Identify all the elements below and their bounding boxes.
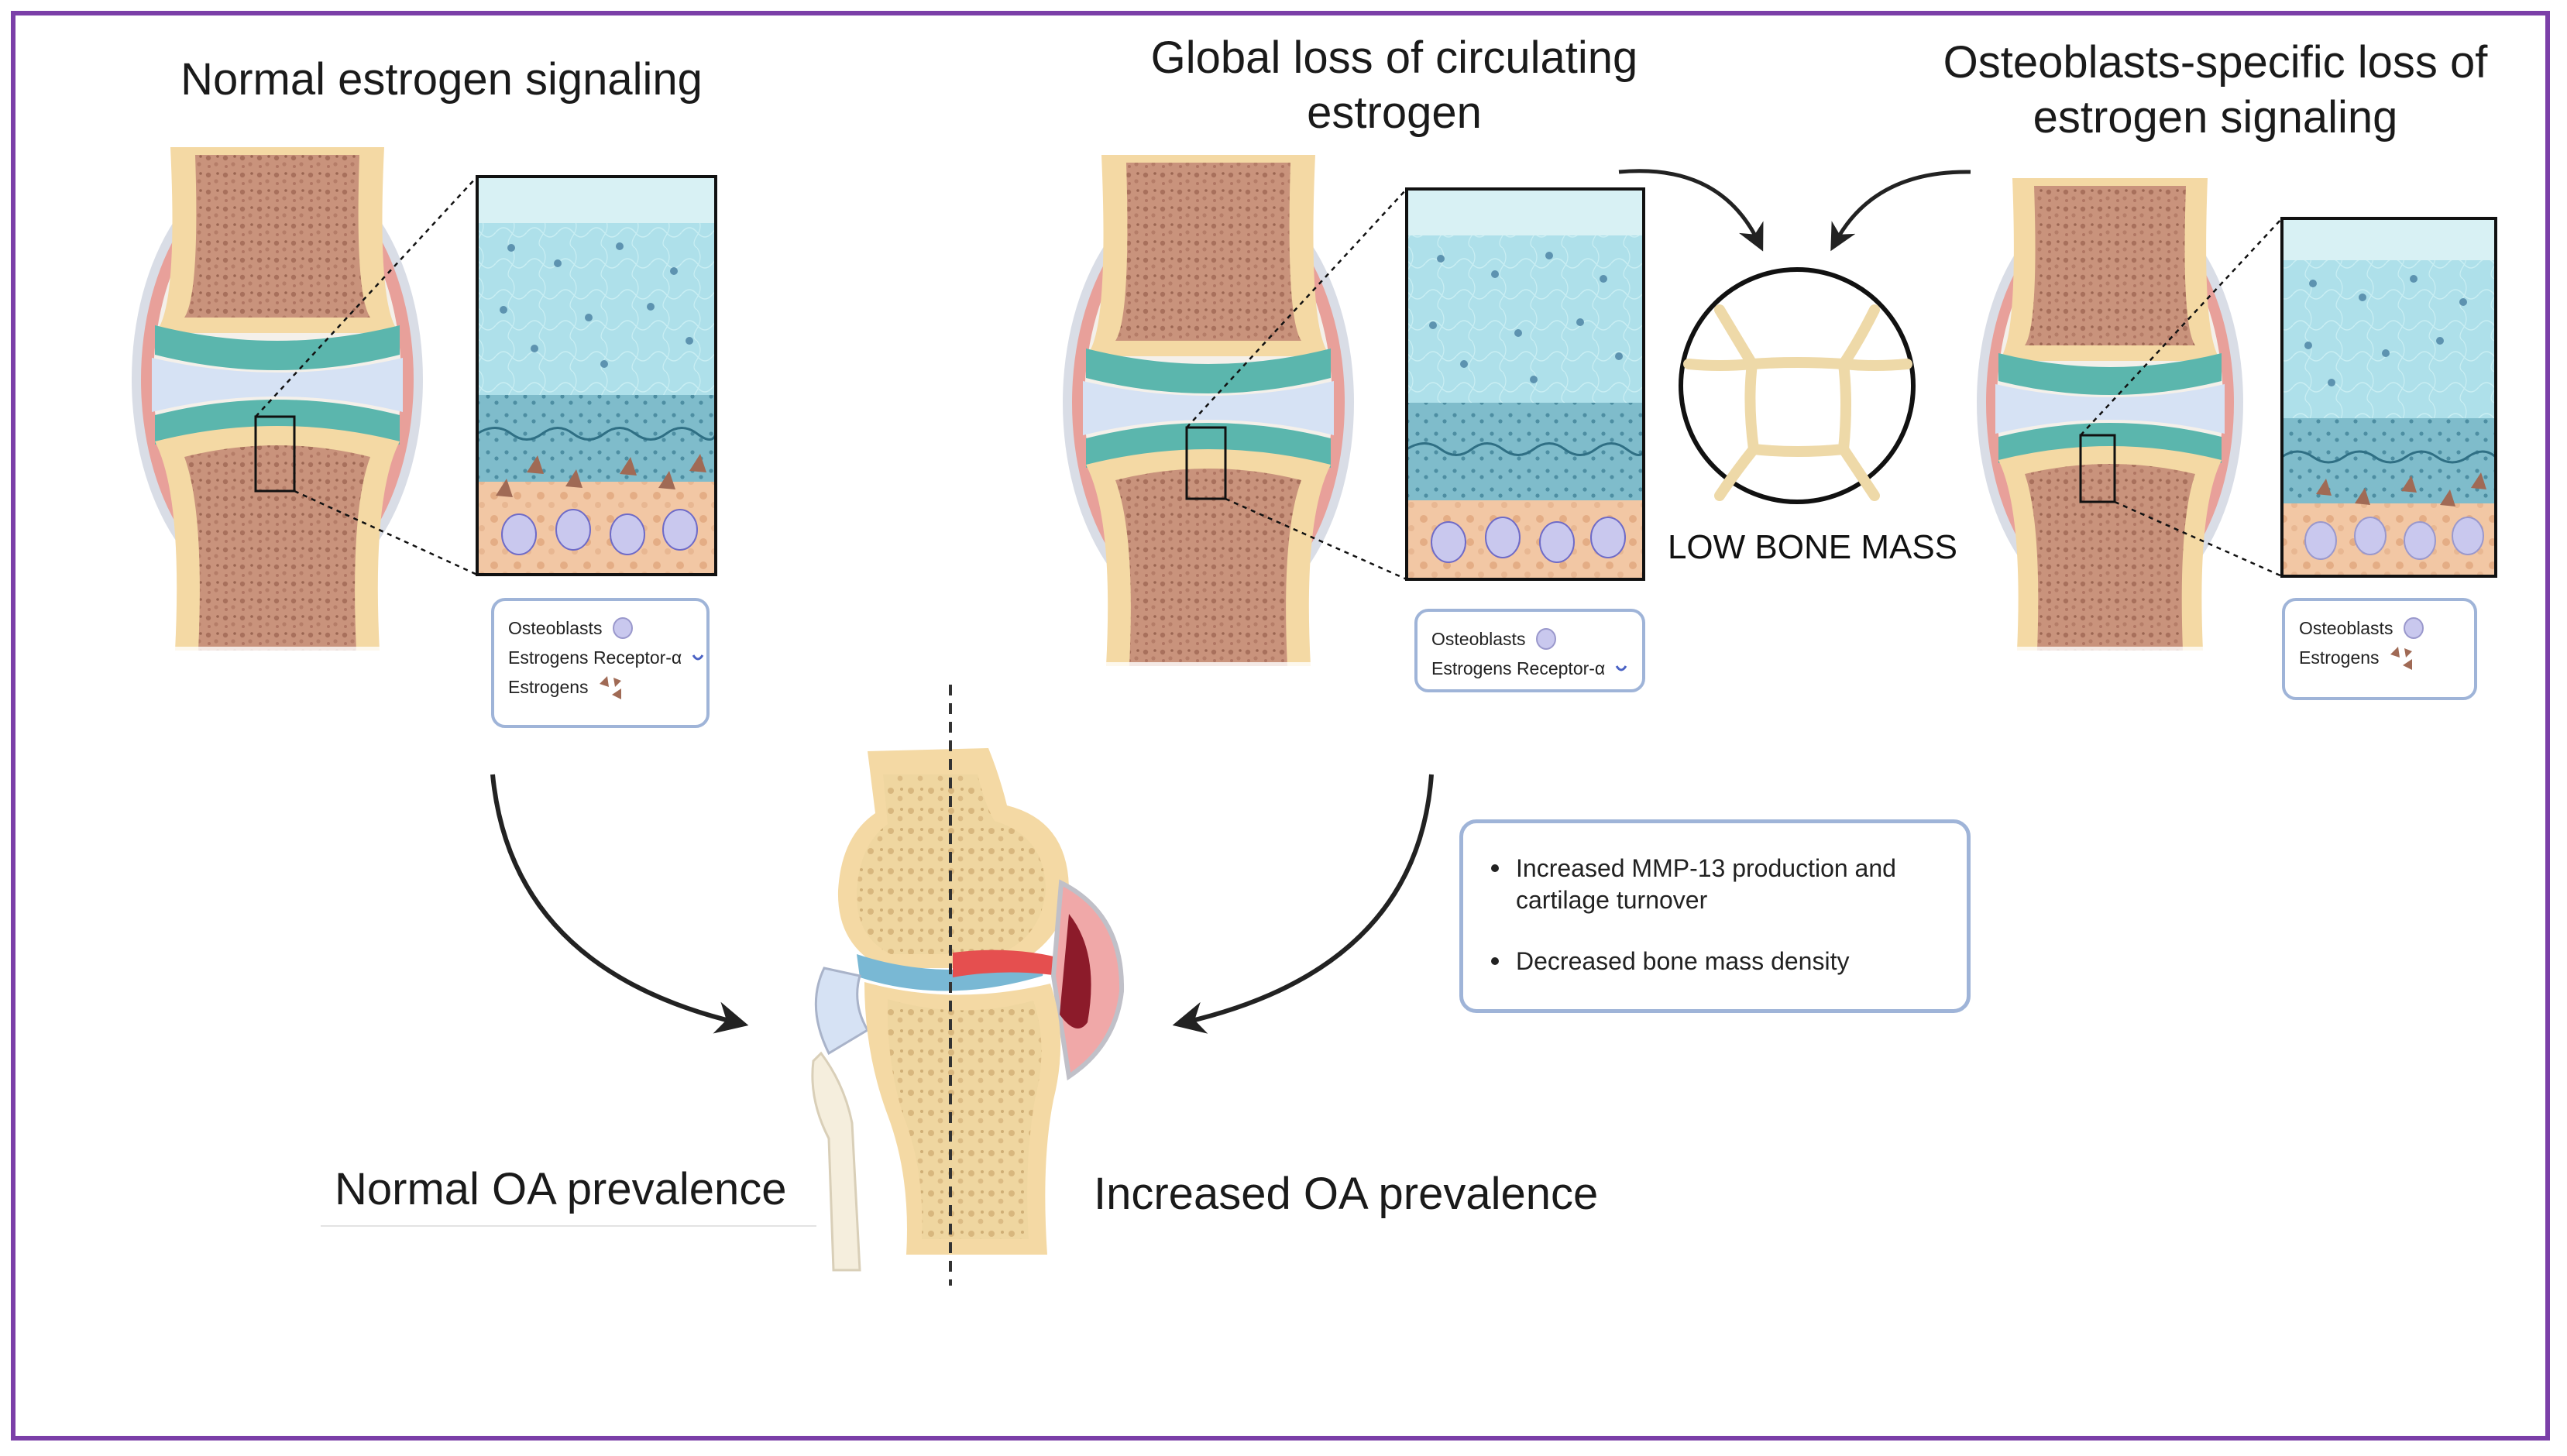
title-global-loss: Global loss of circulating estrogen xyxy=(1150,33,1638,138)
osteoblast-icon xyxy=(2402,616,2425,640)
effect-item: Increased MMP-13 production and cartilag… xyxy=(1491,853,1936,916)
legend-row-osteoblasts: Osteoblasts xyxy=(2299,613,2460,643)
estrogen-icon xyxy=(2389,644,2417,671)
legend-row-osteoblasts: Osteoblasts xyxy=(508,613,692,643)
receptor-icon xyxy=(1614,661,1628,675)
legend-label: Estrogens xyxy=(508,676,589,697)
low-bone-mass-label: LOW BONE MASS xyxy=(1667,528,1958,566)
cartilage-zoom-normal xyxy=(476,175,717,576)
arrow-global-to-bone-mass xyxy=(1618,169,1764,252)
osteoblast-icon xyxy=(611,616,634,640)
legend-label: Osteoblasts xyxy=(508,617,603,638)
arrow-osteoblast-to-bone-mass xyxy=(1830,170,1971,252)
legend-label: Estrogens Receptor-α xyxy=(1431,658,1606,678)
effect-item: Decreased bone mass density xyxy=(1491,946,1936,977)
legend-row-receptor: Estrogens Receptor-α xyxy=(1431,654,1628,683)
legend-row-estrogens: Estrogens xyxy=(508,672,692,702)
joint-global-loss xyxy=(1063,155,1407,685)
outcome-normal-label: Normal OA prevalence xyxy=(335,1164,787,1214)
legend-row-estrogens: Estrogens xyxy=(2299,643,2460,672)
osteoblast-icon xyxy=(1534,627,1558,651)
legend-normal: Osteoblasts Estrogens Receptor-α Estroge… xyxy=(491,598,710,728)
joint-osteoblast-loss xyxy=(1977,178,2283,670)
cartilage-zoom-global-loss xyxy=(1405,187,1645,581)
arrow-loss-to-knee xyxy=(1172,774,1434,1034)
title-normal-signaling: Normal estrogen signaling xyxy=(180,54,703,105)
joint-normal xyxy=(132,147,478,670)
cartilage-zoom-osteoblast-loss xyxy=(2280,217,2497,578)
estrogen-icon xyxy=(598,673,626,701)
legend-label: Estrogens xyxy=(2299,647,2380,668)
receptor-icon xyxy=(691,651,705,664)
legend-row-osteoblasts: Osteoblasts xyxy=(1431,624,1628,654)
legend-label: Osteoblasts xyxy=(1431,628,1526,649)
low-bone-mass-illustration xyxy=(1679,267,1916,504)
legend-osteoblast-loss: Osteoblasts Estrogens xyxy=(2282,598,2477,700)
legend-row-receptor: Estrogens Receptor-α xyxy=(508,643,704,672)
effects-box: Increased MMP-13 production and cartilag… xyxy=(1459,819,1971,1013)
effects-list: Increased MMP-13 production and cartilag… xyxy=(1491,853,1936,977)
title-osteoblast-loss: Osteoblasts-specific loss of estrogen si… xyxy=(1943,37,2488,143)
arrow-normal-to-knee xyxy=(490,774,749,1034)
legend-label: Osteoblasts xyxy=(2299,617,2393,638)
legend-label: Estrogens Receptor-α xyxy=(508,647,682,668)
outcome-increased-label: Increased OA prevalence xyxy=(1094,1169,1599,1219)
legend-global-loss: Osteoblasts Estrogens Receptor-α xyxy=(1414,609,1645,692)
knee-osteoarthritis-illustration xyxy=(811,685,1125,1286)
outcome-underline xyxy=(321,1225,816,1227)
